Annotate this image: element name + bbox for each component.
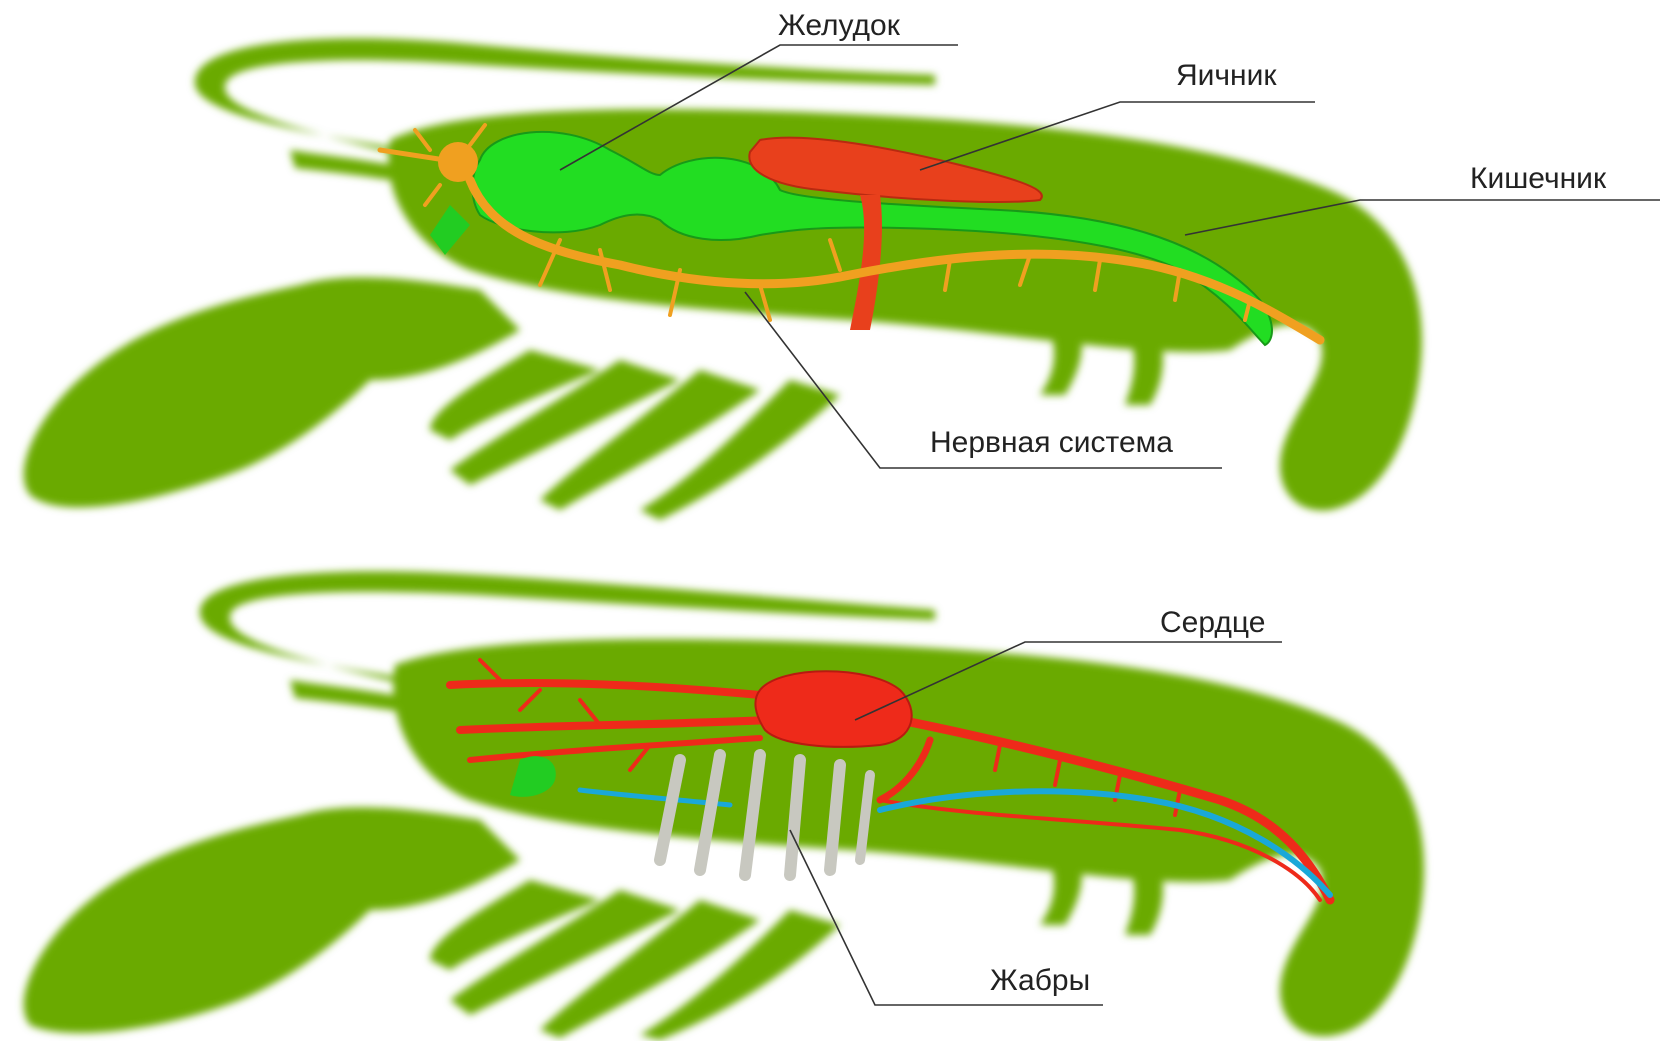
heart-organ [755, 671, 911, 747]
gills-label: Жабры [990, 964, 1090, 997]
stomach-label: Желудок [778, 9, 901, 42]
ovary-label: Яичник [1176, 59, 1277, 92]
intestine-label: Кишечник [1470, 162, 1607, 195]
nervous-system-label: Нервная система [930, 426, 1173, 459]
heart-label: Сердце [1160, 606, 1265, 639]
